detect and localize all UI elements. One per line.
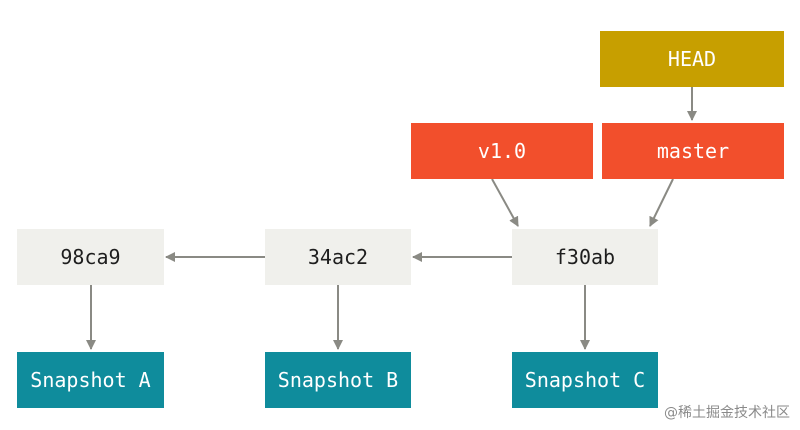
commit-98ca9: 98ca9 [17,229,164,285]
commit-f30ab: f30ab [512,229,658,285]
snapshot-b: Snapshot B [265,352,411,408]
watermark: @稀土掘金技术社区 [664,405,790,421]
arrow-v1-to-f30ab [491,178,519,227]
tag-v1-0: v1.0 [411,123,593,179]
arrow-master-to-f30ab [649,178,674,227]
snapshot-a: Snapshot A [17,352,164,408]
commit-34ac2: 34ac2 [265,229,411,285]
snapshot-c: Snapshot C [512,352,658,408]
branch-master: master [602,123,784,179]
head-pointer: HEAD [600,31,784,87]
